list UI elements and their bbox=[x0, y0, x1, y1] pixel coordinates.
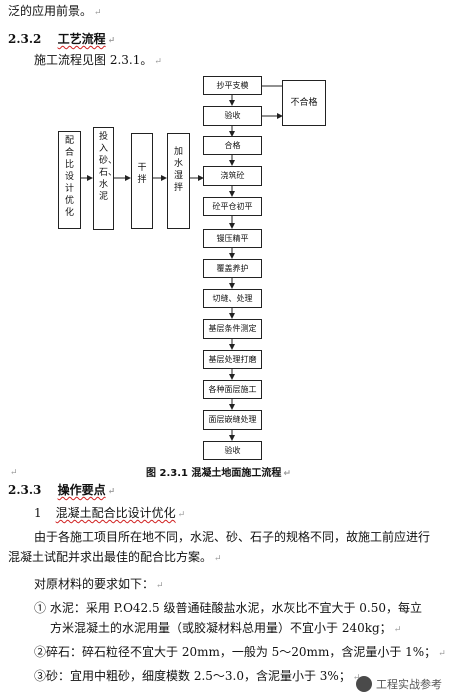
flow-intro: 施工流程见图 2.3.1。↵ bbox=[34, 53, 162, 67]
flow-box-qualified: 合格 bbox=[203, 136, 262, 155]
paragraph-mark: ↵ bbox=[10, 468, 18, 478]
flow-box-level-formwork: 抄平支模 bbox=[203, 76, 262, 95]
watermark: 工程实战参考 bbox=[356, 676, 442, 692]
flow-box-joint-filling: 面层嵌缝处理 bbox=[203, 410, 262, 430]
flow-box-inspection-2: 验收 bbox=[203, 441, 262, 460]
flow-box-mix-design: 配合比设计优化 bbox=[58, 131, 81, 229]
flow-box-pour-concrete: 浇筑砼 bbox=[203, 166, 262, 186]
req-gravel: ②碎石：碎石粒径不宜大于 20mm，一般为 5～20mm，含泥量小于 1%；↵ bbox=[34, 645, 446, 659]
flow-box-inspection-1: 验收 bbox=[203, 106, 262, 126]
flow-box-add-materials: 投入砂、石、水泥 bbox=[93, 127, 114, 230]
requirements-intro: 对原材料的要求如下：↵ bbox=[34, 577, 164, 591]
watermark-text: 工程实战参考 bbox=[376, 678, 442, 691]
para1-line1: 由于各施工项目所在地不同，水泥、砂、石子的规格不同，故施工前应进行 bbox=[34, 530, 431, 544]
flow-box-base-test: 基层条件测定 bbox=[203, 319, 262, 339]
section-title: 操作要点 bbox=[57, 483, 106, 497]
section-heading-2-3-2: 2.3.2 工艺流程↵ bbox=[8, 32, 116, 46]
flow-box-base-grinding: 基层处理打磨 bbox=[203, 350, 262, 369]
section-number: 2.3.2 bbox=[8, 32, 42, 46]
section-heading-2-3-3: 2.3.3 操作要点↵ bbox=[8, 483, 116, 497]
flow-box-initial-leveling: 砼平仓初平 bbox=[203, 197, 262, 216]
flow-box-trowel-finish: 镘压精平 bbox=[203, 229, 262, 248]
flowchart-connectors bbox=[81, 80, 305, 441]
flow-box-wet-mix: 加水湿拌 bbox=[167, 133, 190, 229]
section-title: 工艺流程 bbox=[57, 32, 106, 46]
flow-box-dry-mix: 干拌 bbox=[131, 133, 153, 229]
flow-box-joint-cutting: 切缝、处理 bbox=[203, 289, 262, 308]
section-number: 2.3.3 bbox=[8, 483, 42, 497]
flow-box-curing: 覆盖养护 bbox=[203, 259, 262, 278]
para1-line2: 混凝土试配并求出最佳的配合比方案。↵ bbox=[8, 550, 222, 564]
wechat-logo-icon bbox=[356, 676, 372, 692]
req-sand: ③砂：宜用中粗砂，细度模数 2.5～3.0，含泥量小于 3%；↵ bbox=[34, 669, 361, 683]
req-cement-line1: ① 水泥：采用 P.O42.5 级普通硅酸盐水泥，水灰比不宜大于 0.50，每立 bbox=[34, 601, 422, 615]
figure-caption: 图 2.3.1 混凝土地面施工流程↵ bbox=[146, 468, 291, 479]
req-cement-line2: 方米混凝土的水泥用量（或胶凝材料总用量）不宜小于 240kg；↵ bbox=[50, 621, 402, 635]
flow-box-unqualified: 不合格 bbox=[282, 80, 326, 126]
intro-line: 泛的应用前景。↵ bbox=[8, 4, 102, 18]
flow-box-surface-construction: 各种面层施工 bbox=[203, 380, 262, 399]
